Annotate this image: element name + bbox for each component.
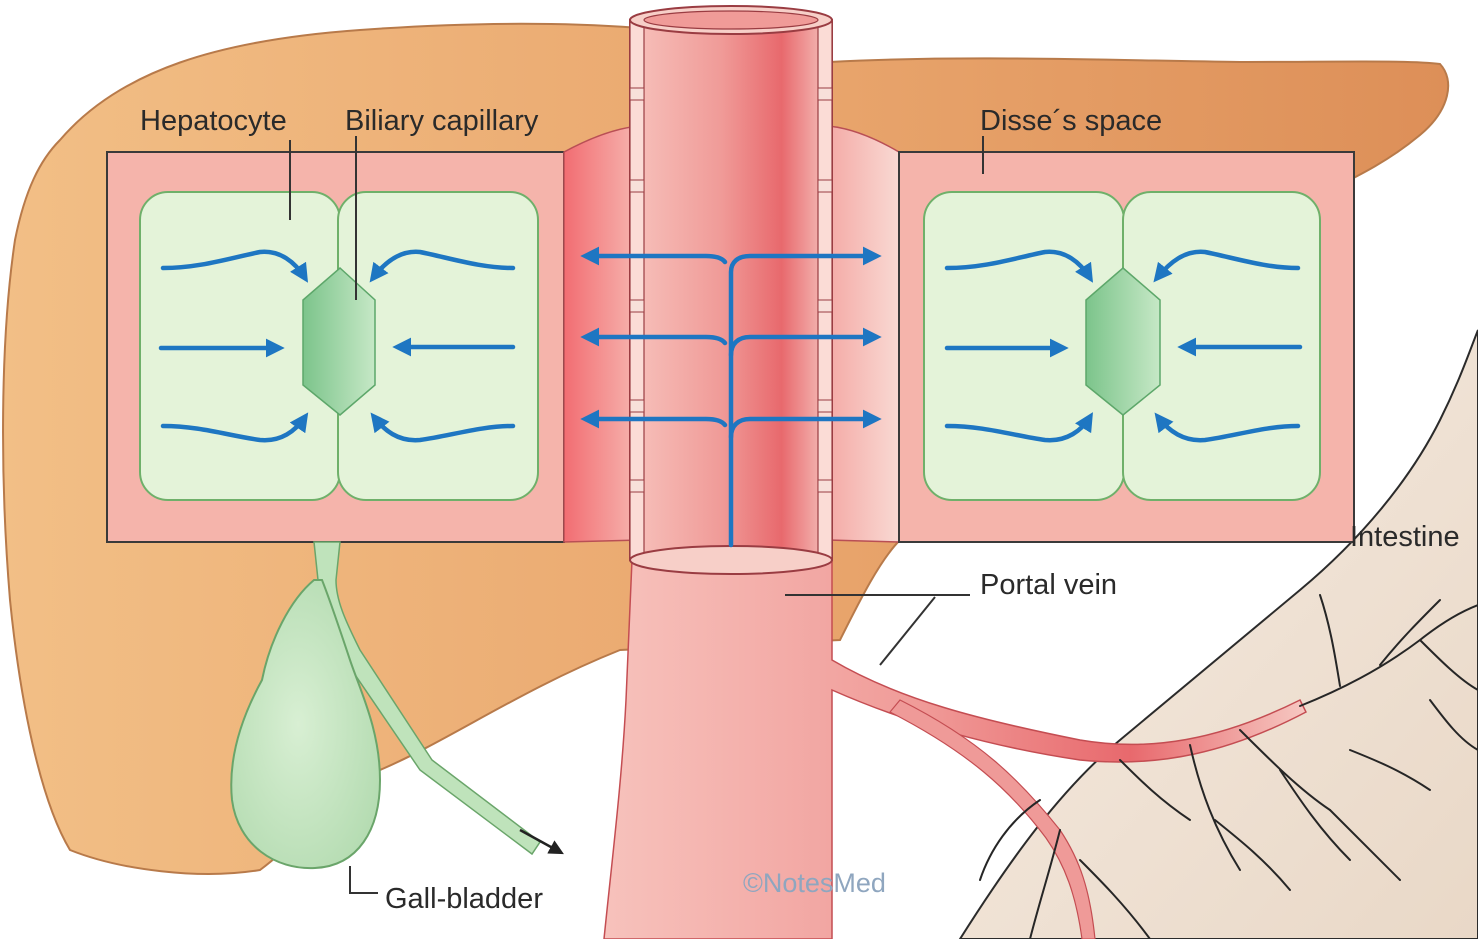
sinusoid-wall-right <box>828 126 899 542</box>
label-gall-bladder: Gall-bladder <box>385 883 543 915</box>
biliary-capillary-left <box>303 268 375 415</box>
label-biliary-capillary: Biliary capillary <box>345 105 539 137</box>
biliary-capillary-right <box>1086 268 1160 415</box>
left-hepatic-plate <box>107 152 564 542</box>
label-hepatocyte: Hepatocyte <box>140 105 287 137</box>
right-hepatic-plate <box>899 152 1354 542</box>
sinusoid-wall-left <box>564 126 640 542</box>
watermark: ©NotesMed <box>743 868 886 898</box>
label-portal-vein: Portal vein <box>980 569 1117 601</box>
label-disse-space: Disse´s space <box>980 105 1162 137</box>
label-intestine: Intestine <box>1350 521 1460 553</box>
